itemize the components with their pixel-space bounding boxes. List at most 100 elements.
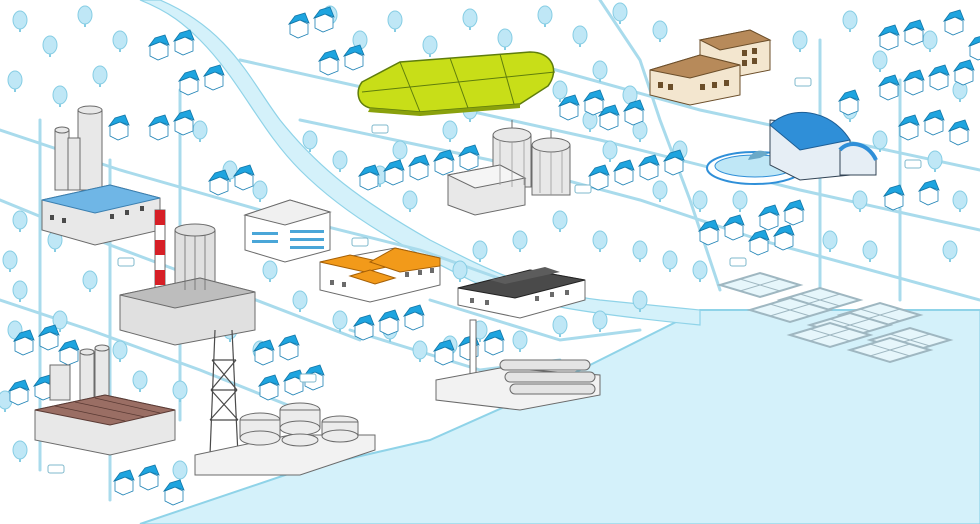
tree-icon	[792, 30, 808, 52]
house-icon	[587, 164, 610, 191]
farm-field	[357, 51, 556, 116]
factory-northwest	[41, 105, 161, 246]
tree-icon	[652, 20, 668, 42]
house-icon	[277, 334, 300, 361]
tree-icon	[862, 240, 878, 262]
tree-icon	[602, 140, 618, 162]
river	[139, 0, 701, 326]
tree-icon	[942, 240, 958, 262]
tree-icon	[952, 190, 968, 212]
tree-icon	[262, 260, 278, 282]
tree-icon	[82, 270, 98, 292]
house-icon	[177, 69, 200, 96]
tree-icon	[12, 10, 28, 32]
tree-icon	[332, 150, 348, 172]
house-icon	[897, 114, 920, 141]
tree-icon	[12, 440, 28, 462]
tree-icon	[42, 35, 58, 57]
house-icon	[57, 339, 80, 366]
house-icon	[947, 119, 970, 146]
tree-icon	[442, 120, 458, 142]
tree-icon	[652, 180, 668, 202]
house-icon	[582, 89, 605, 116]
house-icon	[967, 36, 980, 61]
tree-icon	[872, 50, 888, 72]
house-icon	[37, 324, 60, 351]
tree-icon	[422, 35, 438, 57]
tree-icon	[692, 260, 708, 282]
house-icon	[882, 184, 905, 211]
house-icon	[112, 469, 135, 496]
tree-icon	[552, 80, 568, 102]
silo-plant	[446, 120, 571, 216]
tree-icon	[7, 70, 23, 92]
net-pen-icon	[846, 336, 934, 364]
orange-roof-factory	[319, 247, 441, 303]
tree-icon	[252, 180, 268, 202]
tree-icon	[927, 150, 943, 172]
tree-icon	[472, 240, 488, 262]
house-icon	[7, 379, 30, 406]
net-pen-icon	[786, 321, 874, 349]
house-icon	[952, 59, 975, 86]
dark-roof-warehouse	[457, 267, 586, 319]
house-icon	[317, 49, 340, 76]
tree-icon	[822, 230, 838, 252]
house-icon	[612, 159, 635, 186]
school	[649, 29, 772, 106]
houses	[7, 6, 980, 506]
house-icon	[747, 229, 770, 256]
cars	[47, 77, 922, 474]
tree-icon	[2, 250, 18, 272]
house-icon	[407, 154, 430, 181]
net-pen-icon	[746, 296, 834, 324]
house-icon	[382, 159, 405, 186]
brown-roof-factory	[34, 344, 176, 456]
house-icon	[257, 374, 280, 401]
house-icon	[147, 34, 170, 61]
house-icon	[357, 164, 380, 191]
tree-icon	[732, 190, 748, 212]
house-icon	[902, 69, 925, 96]
house-icon	[172, 29, 195, 56]
house-icon	[757, 204, 780, 231]
house-icon	[202, 64, 225, 91]
house-icon	[457, 144, 480, 171]
tree-icon	[512, 230, 528, 252]
tree-icon	[852, 190, 868, 212]
house-icon	[772, 224, 795, 251]
tree-icon	[842, 10, 858, 32]
tree-icon	[552, 315, 568, 337]
house-icon	[917, 179, 940, 206]
tree-icon	[452, 260, 468, 282]
pipeline-plant	[435, 319, 601, 411]
house-icon	[722, 214, 745, 241]
house-icon	[162, 479, 185, 506]
net-pen-icon	[716, 271, 804, 299]
tree-icon	[77, 5, 93, 27]
tree-icon	[12, 210, 28, 232]
tree-icon	[112, 340, 128, 362]
tree-icon	[662, 250, 678, 272]
tree-icon	[112, 30, 128, 52]
tree-icon	[592, 230, 608, 252]
tree-icon	[172, 380, 188, 402]
tree-icon	[302, 130, 318, 152]
house-icon	[432, 149, 455, 176]
tree-icon	[692, 190, 708, 212]
tree-icon	[592, 310, 608, 332]
house-icon	[637, 154, 660, 181]
tree-icon	[552, 210, 568, 232]
tree-icon	[632, 290, 648, 312]
house-icon	[622, 99, 645, 126]
tree-icon	[512, 330, 528, 352]
tree-icon	[462, 8, 478, 30]
house-icon	[942, 9, 965, 36]
tree-icon	[537, 5, 553, 27]
house-icon	[432, 339, 455, 366]
house-icon	[902, 19, 925, 46]
house-icon	[147, 114, 170, 141]
house-icon	[207, 169, 230, 196]
